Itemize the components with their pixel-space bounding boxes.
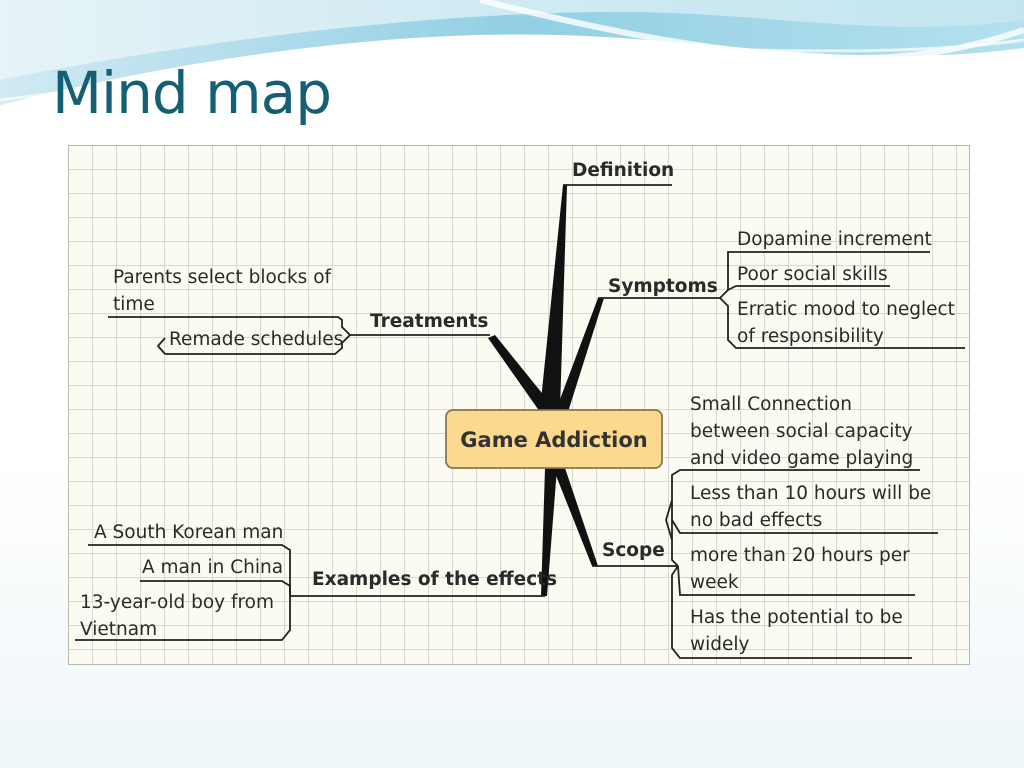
- leaf-symptom-1-line-1[interactable]: Dopamine increment: [737, 229, 932, 250]
- examples-leaves: A South Korean man A man in China 13-yea…: [80, 522, 283, 640]
- leaf-scope-4-line-2[interactable]: widely: [690, 634, 750, 655]
- leaf-example-1-line-1[interactable]: A South Korean man: [94, 522, 283, 543]
- leaf-scope-1-line-2[interactable]: between social capacity: [690, 421, 913, 442]
- connector-treatments: [488, 335, 550, 412]
- leaf-symptom-2-line-1[interactable]: Poor social skills: [737, 264, 888, 285]
- leaf-scope-2-line-1[interactable]: Less than 10 hours will be: [690, 483, 931, 504]
- mind-map-frame: [68, 145, 970, 665]
- branch-label-scope: Scope: [602, 540, 665, 561]
- branch-treatments[interactable]: Treatments: [370, 311, 488, 332]
- connectors: [488, 185, 604, 596]
- treatments-leaves: Parents select blocks of time Remade sch…: [113, 267, 343, 350]
- leaf-scope-3-line-1[interactable]: more than 20 hours per: [690, 545, 910, 566]
- connector-examples: [541, 468, 557, 596]
- branch-symptoms[interactable]: Symptoms: [608, 276, 718, 297]
- leaf-example-3-line-1[interactable]: 13-year-old boy from: [80, 592, 274, 613]
- central-node[interactable]: Game Addiction: [445, 409, 663, 469]
- leaf-symptom-3-line-2[interactable]: of responsibility: [737, 326, 884, 347]
- central-node-box: [445, 409, 663, 469]
- leaf-example-3-line-2[interactable]: Vietnam: [80, 619, 157, 640]
- leaf-treatment-1-line-1[interactable]: Parents select blocks of: [113, 267, 332, 288]
- leaf-symptom-3-line-1[interactable]: Erratic mood to neglect: [737, 299, 955, 320]
- branch-scope[interactable]: Scope: [602, 540, 665, 561]
- branch-examples[interactable]: Examples of the effects: [312, 569, 557, 590]
- connector-definition: [540, 185, 567, 410]
- central-node-label: Game Addiction: [460, 428, 647, 452]
- leaf-scope-1-line-3[interactable]: and video game playing: [690, 448, 913, 469]
- branch-label-symptoms: Symptoms: [608, 276, 718, 297]
- leaf-scope-3-line-2[interactable]: week: [690, 572, 739, 593]
- scope-leaves: Small Connection between social capacity…: [690, 394, 931, 655]
- connector-scope: [553, 468, 598, 566]
- connector-symptoms: [556, 298, 604, 412]
- branch-label-examples: Examples of the effects: [312, 569, 557, 590]
- branch-definition[interactable]: Definition: [572, 160, 674, 181]
- leaf-scope-2-line-2[interactable]: no bad effects: [690, 510, 822, 531]
- leaf-scope-1-line-1[interactable]: Small Connection: [690, 394, 852, 415]
- slide-title: Mind map: [52, 59, 332, 127]
- branch-label-treatments: Treatments: [370, 311, 488, 332]
- leaf-treatment-2-line-1[interactable]: Remade schedules: [169, 329, 343, 350]
- leaf-treatment-1-line-2[interactable]: time: [113, 294, 155, 315]
- leaf-scope-4-line-1[interactable]: Has the potential to be: [690, 607, 903, 628]
- symptoms-leaves: Dopamine increment Poor social skills Er…: [737, 229, 955, 347]
- branch-lines: [75, 184, 965, 659]
- branch-label-definition: Definition: [572, 160, 674, 181]
- leaf-example-2-line-1[interactable]: A man in China: [142, 557, 283, 578]
